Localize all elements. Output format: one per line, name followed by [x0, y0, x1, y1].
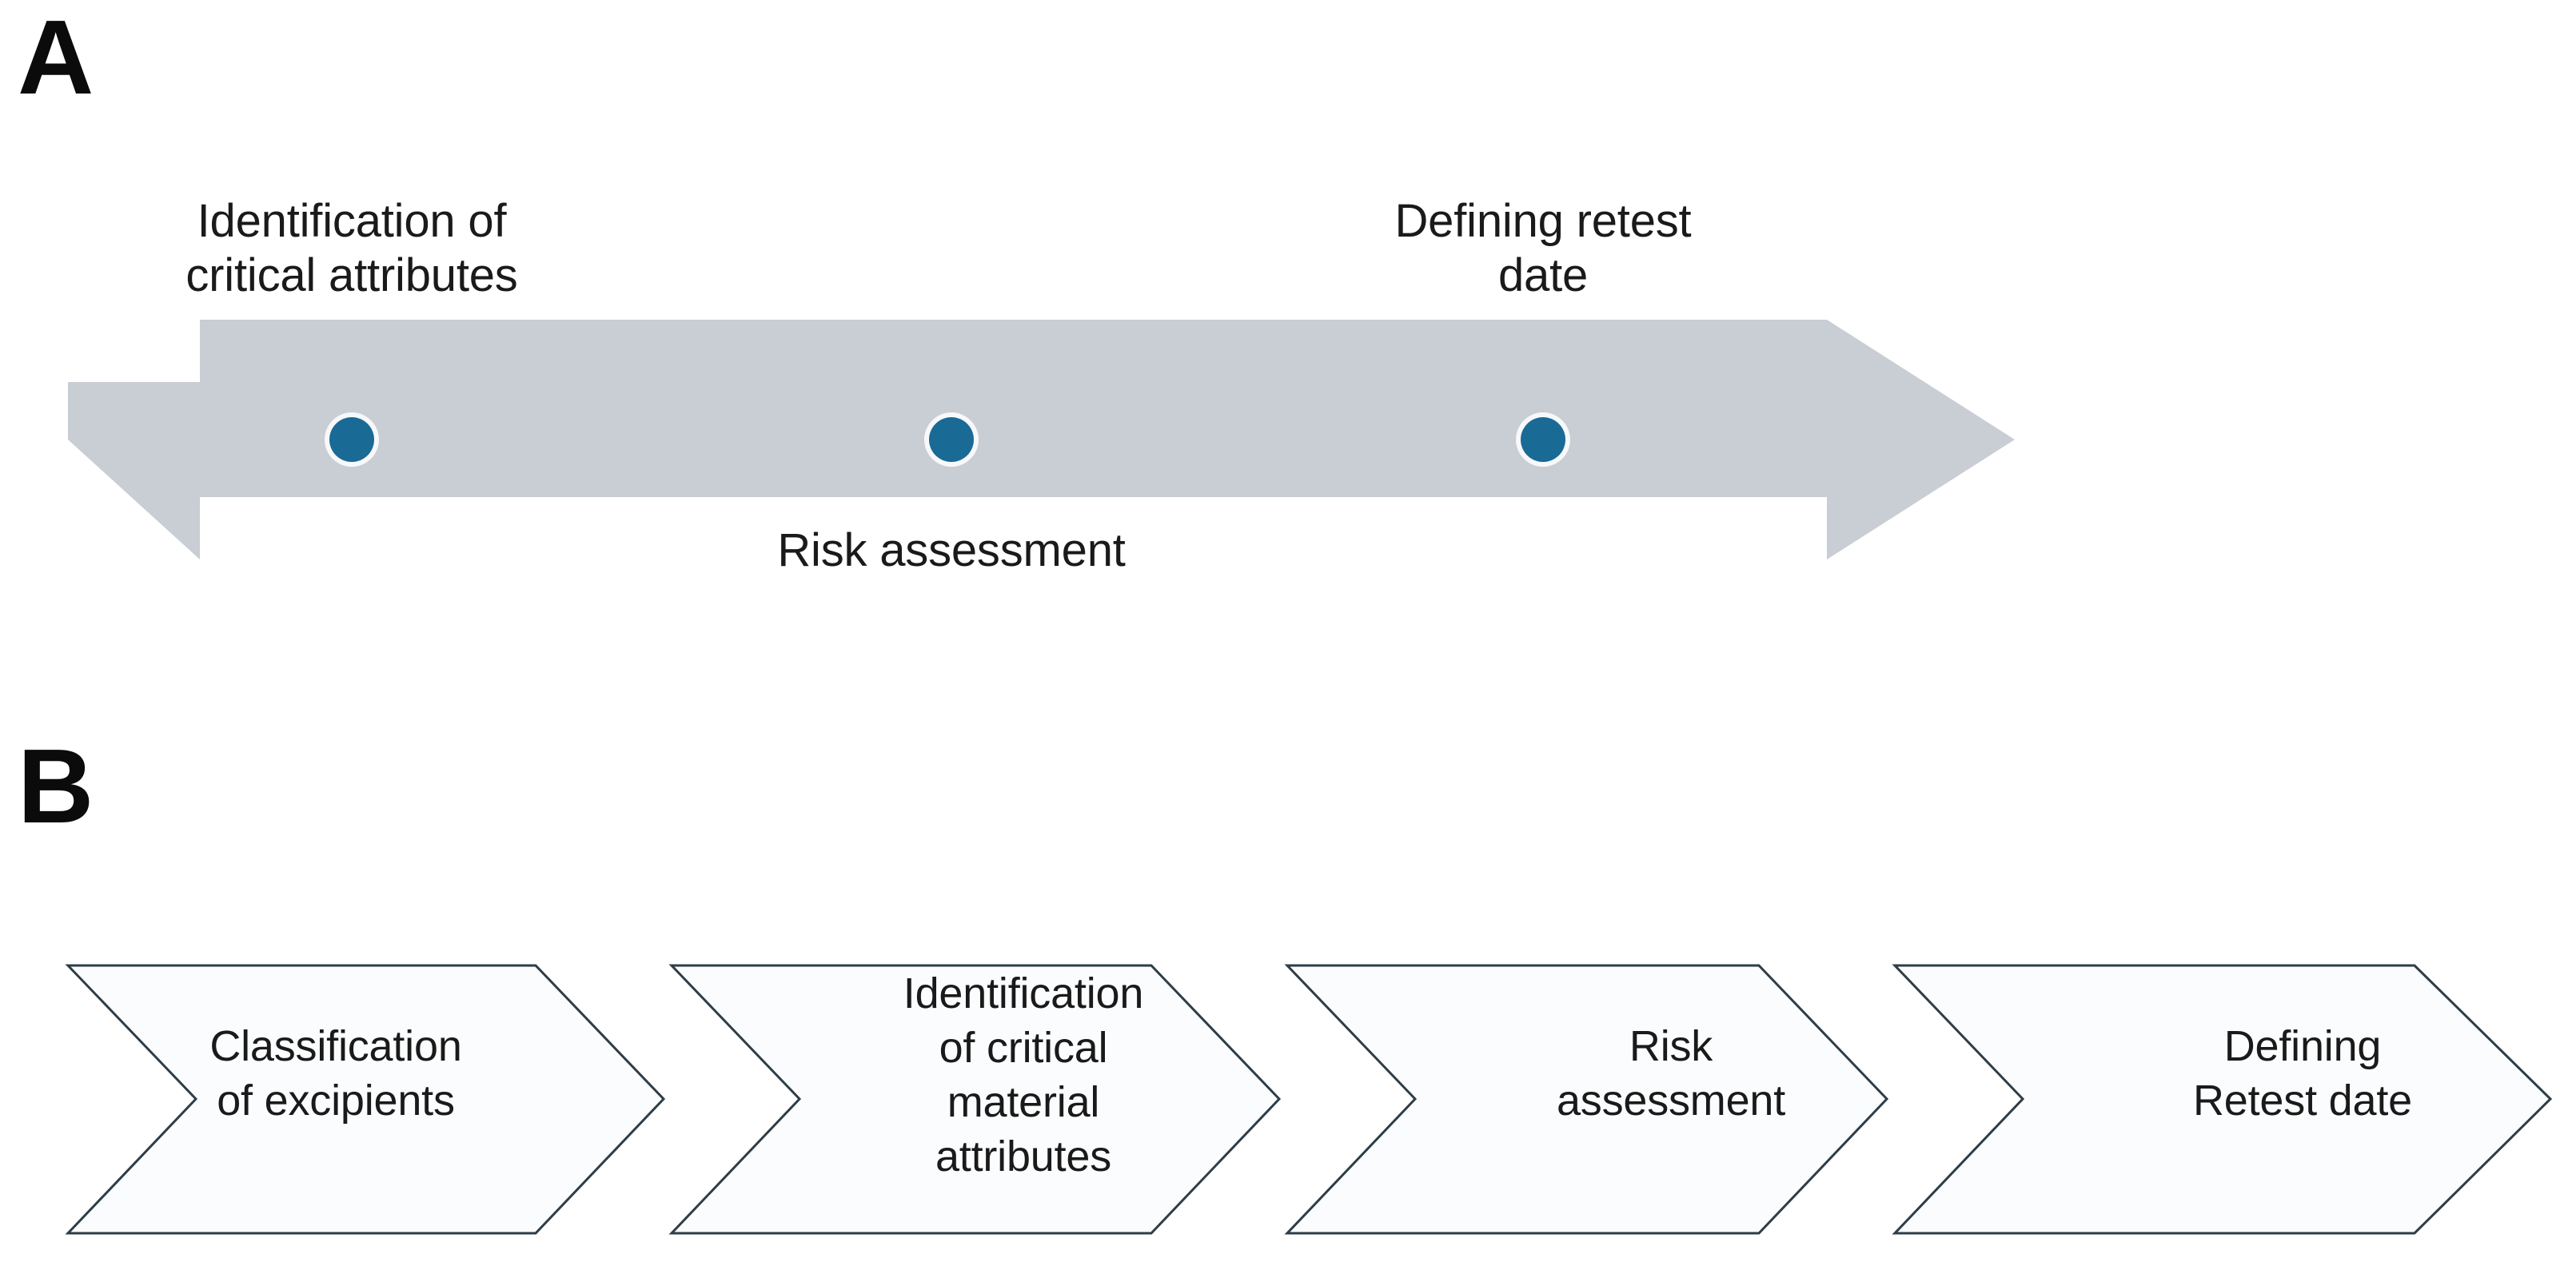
timeline-arrow-graphic — [68, 320, 2015, 559]
milestone-label-2: Risk assessment — [777, 524, 1126, 576]
milestone-dot-1 — [329, 417, 374, 462]
chevron-label-3: Risk assessment — [1556, 1021, 1786, 1125]
milestone-label-1: Identification of critical attributes — [185, 195, 518, 302]
arrow-body — [68, 320, 2015, 559]
chevron-label-1: Classification of excipients — [209, 1021, 462, 1125]
milestone-label-3: Defining retest date — [1394, 195, 1692, 302]
milestone-dot-3 — [1521, 417, 1565, 462]
chevron-step-3 — [1284, 964, 1889, 1235]
milestone-dot-2 — [929, 417, 974, 462]
panel-letter-a: A — [18, 0, 94, 116]
panel-letter-b: B — [18, 727, 94, 845]
panel-b: B Classification of excipients Identific… — [0, 687, 2576, 1262]
chevron-process-graphic — [65, 964, 2553, 1235]
chevron-step-4 — [1892, 964, 2553, 1235]
chevron-step-2 — [668, 964, 1282, 1235]
chevron-label-4: Defining Retest date — [2193, 1021, 2412, 1125]
chevron-label-2: Identification of critical material attr… — [903, 969, 1144, 1181]
chevron-step-1 — [65, 964, 666, 1235]
panel-a: A Identification of critical attributes … — [18, 0, 2015, 576]
